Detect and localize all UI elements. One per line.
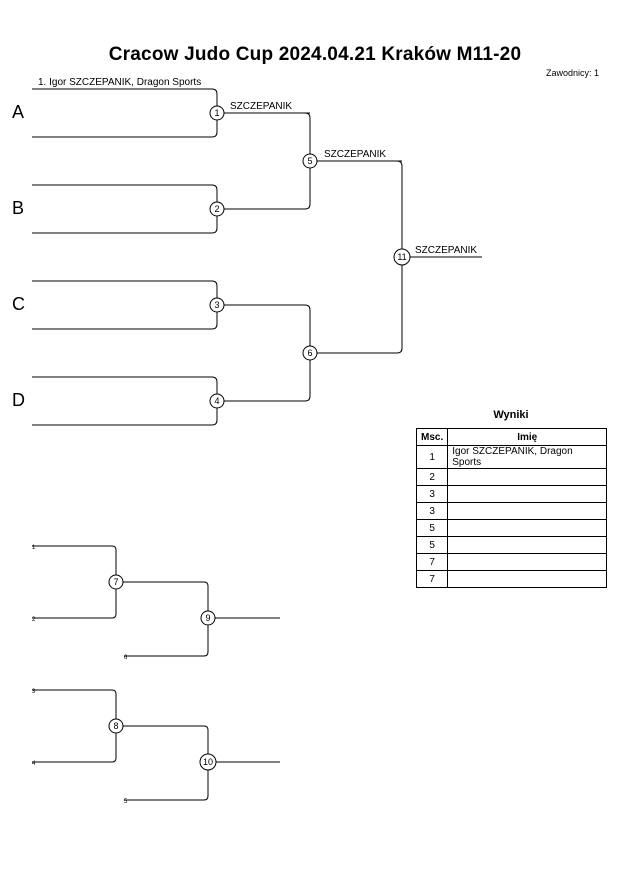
header-place: Msc.	[415, 428, 449, 446]
semi-6-bracket	[217, 304, 311, 402]
match-circle-5	[302, 153, 318, 169]
match-number: 5	[307, 156, 312, 166]
pool-label-b: B	[12, 198, 25, 218]
semi-5-bracket	[217, 112, 311, 210]
competitor-entry: 1. Igor SZCZEPANIK, Dragon Sports	[38, 77, 202, 88]
match-circle-7	[108, 574, 124, 590]
results-header-row: Msc. Imię	[415, 428, 608, 446]
final-bracket	[310, 160, 403, 354]
table-row: 5	[415, 519, 608, 537]
match-number: 2	[214, 204, 219, 214]
table-row: 5	[415, 536, 608, 554]
match-number: 9	[205, 613, 210, 623]
rep-label: 4	[32, 761, 36, 767]
match-number: 7	[113, 577, 118, 587]
advancer-match-5: SZCZEPANIK	[324, 149, 387, 160]
pool-label-c: C	[12, 294, 25, 314]
name-cell	[447, 570, 608, 588]
match-circle-6	[302, 345, 318, 361]
rep2-bracket	[32, 689, 117, 763]
place-cell: 5	[415, 519, 449, 537]
match-number: 3	[214, 300, 219, 310]
rep-label: 1	[32, 545, 36, 551]
name-cell	[447, 519, 608, 537]
name-cell	[447, 553, 608, 571]
rep-label: 2	[32, 617, 36, 623]
table-row: 2	[415, 468, 608, 486]
place-cell: 7	[415, 553, 449, 571]
competitors-count: Zawodnicy: 1	[545, 68, 599, 78]
page-title: Cracow Judo Cup 2024.04.21 Kraków M11-20	[108, 44, 522, 65]
match-circle-10	[199, 753, 217, 771]
match-circle-1	[209, 105, 225, 121]
header-name: Imię	[447, 428, 608, 446]
match-number: 11	[397, 252, 406, 262]
match-circle-9	[200, 610, 216, 626]
rep1-bracket	[32, 545, 117, 619]
place-cell: 5	[415, 536, 449, 554]
advancer-match-1: SZCZEPANIK	[230, 101, 293, 112]
rep-label: 3	[32, 689, 36, 695]
match-circle-8	[108, 718, 124, 734]
match-circle-4	[209, 393, 225, 409]
table-row: 3	[415, 502, 608, 520]
match-number: 8	[113, 721, 118, 731]
table-row: 3	[415, 485, 608, 503]
name-cell	[447, 468, 608, 486]
name-cell	[447, 502, 608, 520]
pool-a-bracket	[32, 88, 218, 138]
place-cell: 3	[415, 485, 449, 503]
match-number: 6	[307, 348, 312, 358]
name-cell	[447, 536, 608, 554]
match-number: 10	[203, 757, 213, 767]
match-number: 1	[214, 108, 219, 118]
advancer-match-11: SZCZEPANIK	[415, 245, 478, 256]
pool-d-bracket	[32, 376, 218, 426]
rep1-final-bracket	[116, 581, 209, 657]
table-row: 7	[415, 570, 608, 588]
match-circle-3	[209, 297, 225, 313]
name-cell	[447, 485, 608, 503]
place-cell: 1	[415, 445, 449, 469]
pool-c-bracket	[32, 280, 218, 330]
table-row: 7	[415, 553, 608, 571]
results-title: Wyniki	[493, 409, 529, 421]
pool-label-a: A	[12, 102, 25, 122]
match-number: 4	[214, 396, 219, 406]
place-cell: 7	[415, 570, 449, 588]
match-circle-2	[209, 201, 225, 217]
name-cell: Igor SZCZEPANIK, Dragon Sports	[447, 445, 608, 469]
pool-b-bracket	[32, 184, 218, 234]
pool-label-d: D	[12, 390, 25, 410]
rep2-final-bracket	[116, 725, 209, 801]
rep-label: 5	[124, 799, 128, 805]
place-cell: 3	[415, 502, 449, 520]
match-circle-11	[393, 248, 411, 266]
place-cell: 2	[415, 468, 449, 486]
rep-label: 6	[124, 655, 128, 661]
